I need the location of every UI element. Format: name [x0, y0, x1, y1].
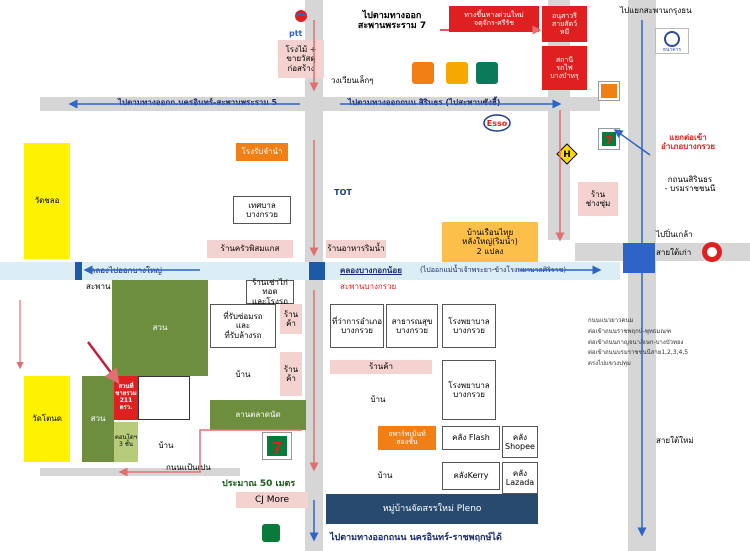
svg-text:7: 7	[272, 439, 282, 457]
shop-b: ร้าน ค้า	[280, 352, 302, 396]
shopee: คลัง Shopee	[502, 426, 538, 458]
kerry: คลังKerry	[442, 462, 500, 490]
village: หมู่บ้านจัดสรรใหม่ Pleno	[326, 494, 538, 524]
roundabout-label: วงเวียนเล็กๆ	[331, 76, 374, 85]
cj-logo	[262, 524, 280, 542]
pawn-shop: โรงรับจำนำ	[236, 143, 288, 161]
district-office: ที่ว่าการอำเภอ บางกรวย	[330, 304, 384, 348]
bank-logo-label: ธนาคาร	[663, 47, 681, 53]
food-shop: ร้านอาหารริมน้ำ	[326, 240, 386, 258]
lazada: คลัง Lazada	[502, 462, 538, 494]
ptt-logo	[291, 8, 311, 30]
shop-logo-1	[412, 62, 434, 84]
sirindhorn-road: กถนนสิรินธร - บรมราชชนนี	[664, 174, 716, 193]
expressway-entrance: ทางขึ้นทางด่วนใหม่ จตุจักร-ศรีรัช	[449, 6, 539, 32]
tai-mai-new: สายใต้ใหม่	[656, 436, 694, 445]
shop-pink: ร้านครัวพิสมแกส	[207, 240, 293, 258]
garden-1: สวน	[112, 280, 208, 376]
shop-right: ร้าน ช่างซุ่ม	[578, 182, 618, 216]
bottom-exit-label: ไปตามทางออกถนน นครอินทร์-ราชพฤกษ์ได้	[330, 533, 502, 543]
hospital-1: โรงพยาบาล บางกรวย	[442, 304, 496, 348]
temple-icon	[700, 240, 724, 264]
house-d: บ้าน	[377, 471, 393, 481]
bang-kruai-junction: แยกต่อเข้า อำเภอบางกรวย	[661, 132, 715, 151]
market: ลานตลาดนัด	[210, 400, 306, 430]
seven-eleven-logo: 7	[262, 432, 292, 460]
svg-text:TOT: TOT	[334, 188, 352, 196]
bridge-left-marker	[75, 262, 82, 280]
canal-label: คลองบางกอกน้อย	[340, 266, 402, 275]
shop-logo-3	[476, 62, 498, 84]
tot-logo: TOT	[332, 186, 354, 196]
seven-logo-label: 7	[605, 134, 613, 147]
flower-shop: โรงไม้ + ขายวัสดุ ก่อสร้าง	[278, 40, 324, 78]
road-label-right: ไปตามทางออกถนน สิรินธร (ไปสะพานซังฮี้)	[348, 98, 501, 107]
house-c: บ้าน	[370, 395, 386, 405]
house-b: บ้าน	[158, 441, 174, 451]
esso-label: Esso	[487, 119, 508, 128]
to-krungthon: ไปแยกสะพานกรุงธน	[620, 6, 692, 15]
temple-top: วัดชลอ	[24, 143, 70, 259]
cj-more: CJ More	[236, 492, 308, 508]
health-office: สาธารณสุข บางกรวย	[386, 304, 438, 348]
hospital-2: โรงพยาบาล บางกรวย	[442, 360, 496, 420]
railway-station: สถานี รถไฟ บางบำหรุ	[542, 46, 587, 90]
bus-route-list: กนนแนวยาวคนม ต่อเข้าถนนราชพฤกษ์-พุทธมณฑ …	[588, 317, 689, 368]
ptt-label: ptt	[289, 29, 303, 38]
house-a: บ้าน	[235, 370, 251, 380]
exit-rama7: ไปตามทางออก สะพานพระราม 7	[357, 10, 427, 31]
temple-bottom: วัดโตนด	[24, 376, 70, 462]
canal-note: (ไปออกแม่น้ำเจ้าพระยา-ข้างโรงพยาบาลศิริร…	[420, 266, 567, 274]
shop-logo-4	[598, 81, 620, 101]
bridge-label: สะพานบางกรวย	[340, 282, 397, 291]
svg-text:H: H	[563, 150, 571, 160]
shop-c: ร้านค้า	[330, 360, 432, 374]
municipality: เทศบาล บางกรวย	[233, 196, 291, 224]
bottom-road-label: กนนแป้นเปน	[166, 463, 211, 472]
bridge-left-label: สะพาน	[86, 282, 111, 291]
esso-logo: Esso	[483, 114, 511, 132]
monument-sign: อนุสาวรี สายสัตว์ หมี	[542, 6, 587, 42]
thai-house: บ้านเรือนไทย หลังใหญ่(ริมน้ำ) 2 แปลง	[442, 222, 538, 262]
flash: คลัง Flash	[442, 426, 500, 450]
bank-logo: ธนาคาร	[655, 28, 689, 54]
shop-logo-2	[446, 62, 468, 84]
junction-marker	[623, 243, 655, 273]
tai-mai-old: สายใต้เก่า	[656, 248, 692, 257]
shop-a: ร้าน ค้า	[280, 304, 302, 334]
apartment: อพาร์ทเม้นท์ สองชั้น	[378, 426, 436, 450]
road-label-left: ไปตามทางออกก.นครอินทร์-สะพานพระราม 5	[118, 98, 278, 107]
garden-2: สวน	[82, 376, 114, 462]
shop-house: ร้านเช่าไก่ทอด และโรงรถ	[246, 278, 294, 306]
condo: คอนโดฯ 3 ชั้น	[114, 422, 138, 462]
distance-label: ประมาณ 50 เมตร	[222, 479, 296, 489]
to-pinklao: ไปปิ่นเกล้า	[656, 230, 693, 239]
car-repair: ที่รับซ่อมรถ และ ที่รับล้างรถ	[210, 304, 276, 348]
empty-plot	[138, 376, 190, 420]
bridge-marker	[309, 262, 325, 280]
